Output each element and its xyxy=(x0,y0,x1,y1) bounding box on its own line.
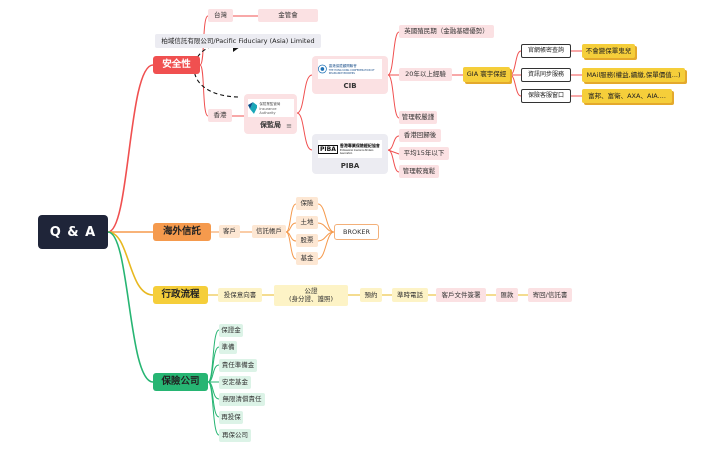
node-gia-login[interactable]: 官網帳密查詢 xyxy=(521,44,571,58)
node-gia-sync[interactable]: 資訊同步服務 xyxy=(521,68,571,82)
ia-logo-en: Insurance Authority xyxy=(259,106,277,115)
step-call-on-time[interactable]: 準時電話 xyxy=(392,288,428,302)
branch-insurance-company[interactable]: 保險公司 xyxy=(153,373,208,391)
node-reserve[interactable]: 準備 xyxy=(219,341,237,354)
step-intent-letter[interactable]: 投保意向書 xyxy=(218,288,262,302)
step-return-trust-deed[interactable]: 寄回/信託書 xyxy=(528,288,572,302)
node-fsc[interactable]: 金管會 xyxy=(258,9,318,22)
node-broker[interactable]: BROKER xyxy=(334,224,379,240)
node-taiwan[interactable]: 台灣 xyxy=(208,9,233,22)
root-node[interactable]: Q & A xyxy=(38,215,108,249)
piba-logo-cn: 香港專業保險經紀協會 xyxy=(339,143,380,148)
node-hongkong[interactable]: 香港 xyxy=(208,109,232,122)
node-asset-land[interactable]: 土地 xyxy=(296,216,318,229)
cib-emblem-icon xyxy=(318,64,327,74)
node-gia-detail-1[interactable]: 不會變保單鬼兒 xyxy=(582,44,635,58)
piba-logo-en: Professional Insurance Brokers Associati… xyxy=(339,149,374,155)
node-reinsure[interactable]: 再投保 xyxy=(219,411,243,424)
node-under-15-years[interactable]: 平均15年以下 xyxy=(399,147,449,160)
cib-logo-en: THE HONG KONG CONFEDERATION OF INSURANCE… xyxy=(328,68,375,75)
piba-logo: PIBA 香港專業保險經紀協會 Professional Insurance B… xyxy=(318,140,382,158)
node-stabilization-fund[interactable]: 安定基金 xyxy=(219,376,251,389)
cib-logo: 香港保險顧問聯會 THE HONG KONG CONFEDERATION OF … xyxy=(318,59,382,79)
piba-label: PIBA xyxy=(340,162,360,170)
node-after-handover[interactable]: 香港回歸後 xyxy=(399,129,441,142)
node-colonial[interactable]: 英國殖民期（金融基礎優勢） xyxy=(399,25,494,38)
node-gia[interactable]: GIA 寰宇保經 xyxy=(463,67,510,82)
piba-emblem-icon: PIBA xyxy=(318,144,338,154)
step-remittance[interactable]: 匯款 xyxy=(496,288,518,302)
step-client-signing[interactable]: 客戶文件簽署 xyxy=(436,288,486,302)
node-reinsurance-company[interactable]: 再保公司 xyxy=(219,429,251,442)
ia-emblem-icon xyxy=(247,102,258,114)
node-trust-account[interactable]: 信託帳戶 xyxy=(252,225,286,238)
node-asset-insurance[interactable]: 保險 xyxy=(296,197,318,210)
node-unlimited-liability[interactable]: 無限清償責任 xyxy=(219,393,265,406)
card-insurance-authority[interactable]: 保險業監管局 Insurance Authority 保監局 ≡ xyxy=(244,94,297,134)
step-booking[interactable]: 預約 xyxy=(360,288,382,302)
node-pacific-fiduciary[interactable]: 柏域信託有限公司/Pacific Fiduciary (Asia) Limite… xyxy=(155,34,321,48)
node-gia-detail-2[interactable]: MAil服務(權益,續繳,保單價值...) xyxy=(582,68,685,82)
node-20-years[interactable]: 20年以上經驗 xyxy=(399,68,452,81)
node-asset-stock[interactable]: 股票 xyxy=(296,234,318,247)
branch-security[interactable]: 安全性 xyxy=(153,56,200,74)
branch-overseas-trust[interactable]: 海外信託 xyxy=(153,223,211,241)
node-loose[interactable]: 管理較寬鬆 xyxy=(399,165,439,178)
cib-label: CIB xyxy=(343,82,357,90)
node-gia-detail-3[interactable]: 富邦、富衛、AXA、AIA.... xyxy=(582,89,672,103)
node-client[interactable]: 客戶 xyxy=(219,225,240,238)
node-liability-reserve[interactable]: 責任準備金 xyxy=(219,359,257,372)
branch-admin-process[interactable]: 行政流程 xyxy=(153,286,208,304)
insurance-authority-logo: 保險業監管局 Insurance Authority xyxy=(247,99,294,117)
node-asset-fund[interactable]: 基金 xyxy=(296,252,318,265)
ia-label: 保監局 xyxy=(260,121,281,129)
node-gia-service[interactable]: 保險客服窗口 xyxy=(521,89,571,103)
ia-logo-cn: 保險業監管局 xyxy=(259,101,281,106)
card-cib[interactable]: 香港保險顧問聯會 THE HONG KONG CONFEDERATION OF … xyxy=(312,56,388,94)
cib-logo-cn: 香港保險顧問聯會 xyxy=(328,63,357,68)
node-strict[interactable]: 管理較嚴謹 xyxy=(399,111,437,124)
node-guarantee-fund[interactable]: 保證金 xyxy=(219,324,243,337)
notes-icon[interactable]: ≡ xyxy=(286,122,292,130)
card-piba[interactable]: PIBA 香港專業保險經紀協會 Professional Insurance B… xyxy=(312,134,388,174)
step-notary[interactable]: 公證 (身分證、護照) xyxy=(274,285,348,306)
